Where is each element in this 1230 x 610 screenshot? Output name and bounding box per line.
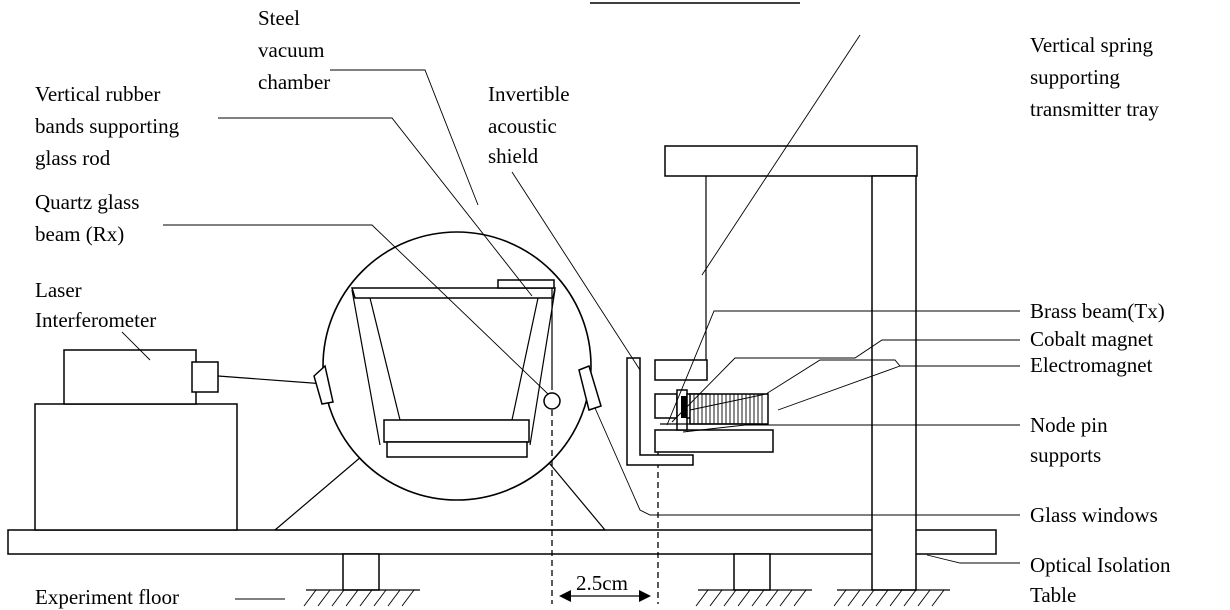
support-frame (664, 145, 950, 607)
table-leg-left (303, 553, 420, 607)
label-cobalt-magnet: Cobalt magnet (1030, 327, 1153, 351)
label-vertical-spring: Vertical spring supporting transmitter t… (1030, 33, 1159, 121)
label-invertible-acoustic-shield: Invertible acoustic shield (488, 82, 575, 168)
label-vertical-rubber-bands: Vertical rubber bands supporting glass r… (35, 82, 184, 170)
optical-table (7, 529, 997, 555)
label-glass-windows: Glass windows (1030, 503, 1158, 527)
table-leg-right (695, 553, 812, 607)
leader-lines (121, 34, 1020, 600)
label-node-pin-supports: Node pin supports (1030, 413, 1113, 467)
label-laser-interferometer: Laser Interferometer (35, 278, 156, 332)
steel-vacuum-chamber (313, 231, 602, 501)
label-optical-isolation-table: Optical Isolation Table (1030, 553, 1176, 607)
label-brass-beam: Brass beam(Tx) (1030, 299, 1165, 323)
laser-interferometer (34, 349, 238, 531)
label-experiment-floor: Experiment floor (35, 585, 179, 609)
transmitter-assembly (654, 345, 774, 453)
separation-marker (551, 410, 659, 604)
label-separation: 2.5cm (576, 571, 628, 595)
label-quartz-glass-beam: Quartz glass beam (Rx) (35, 190, 145, 246)
acoustic-shield (626, 357, 694, 466)
label-electromagnet: Electromagnet (1030, 353, 1153, 377)
label-steel-vacuum-chamber: Steel vacuum chamber (258, 6, 330, 94)
